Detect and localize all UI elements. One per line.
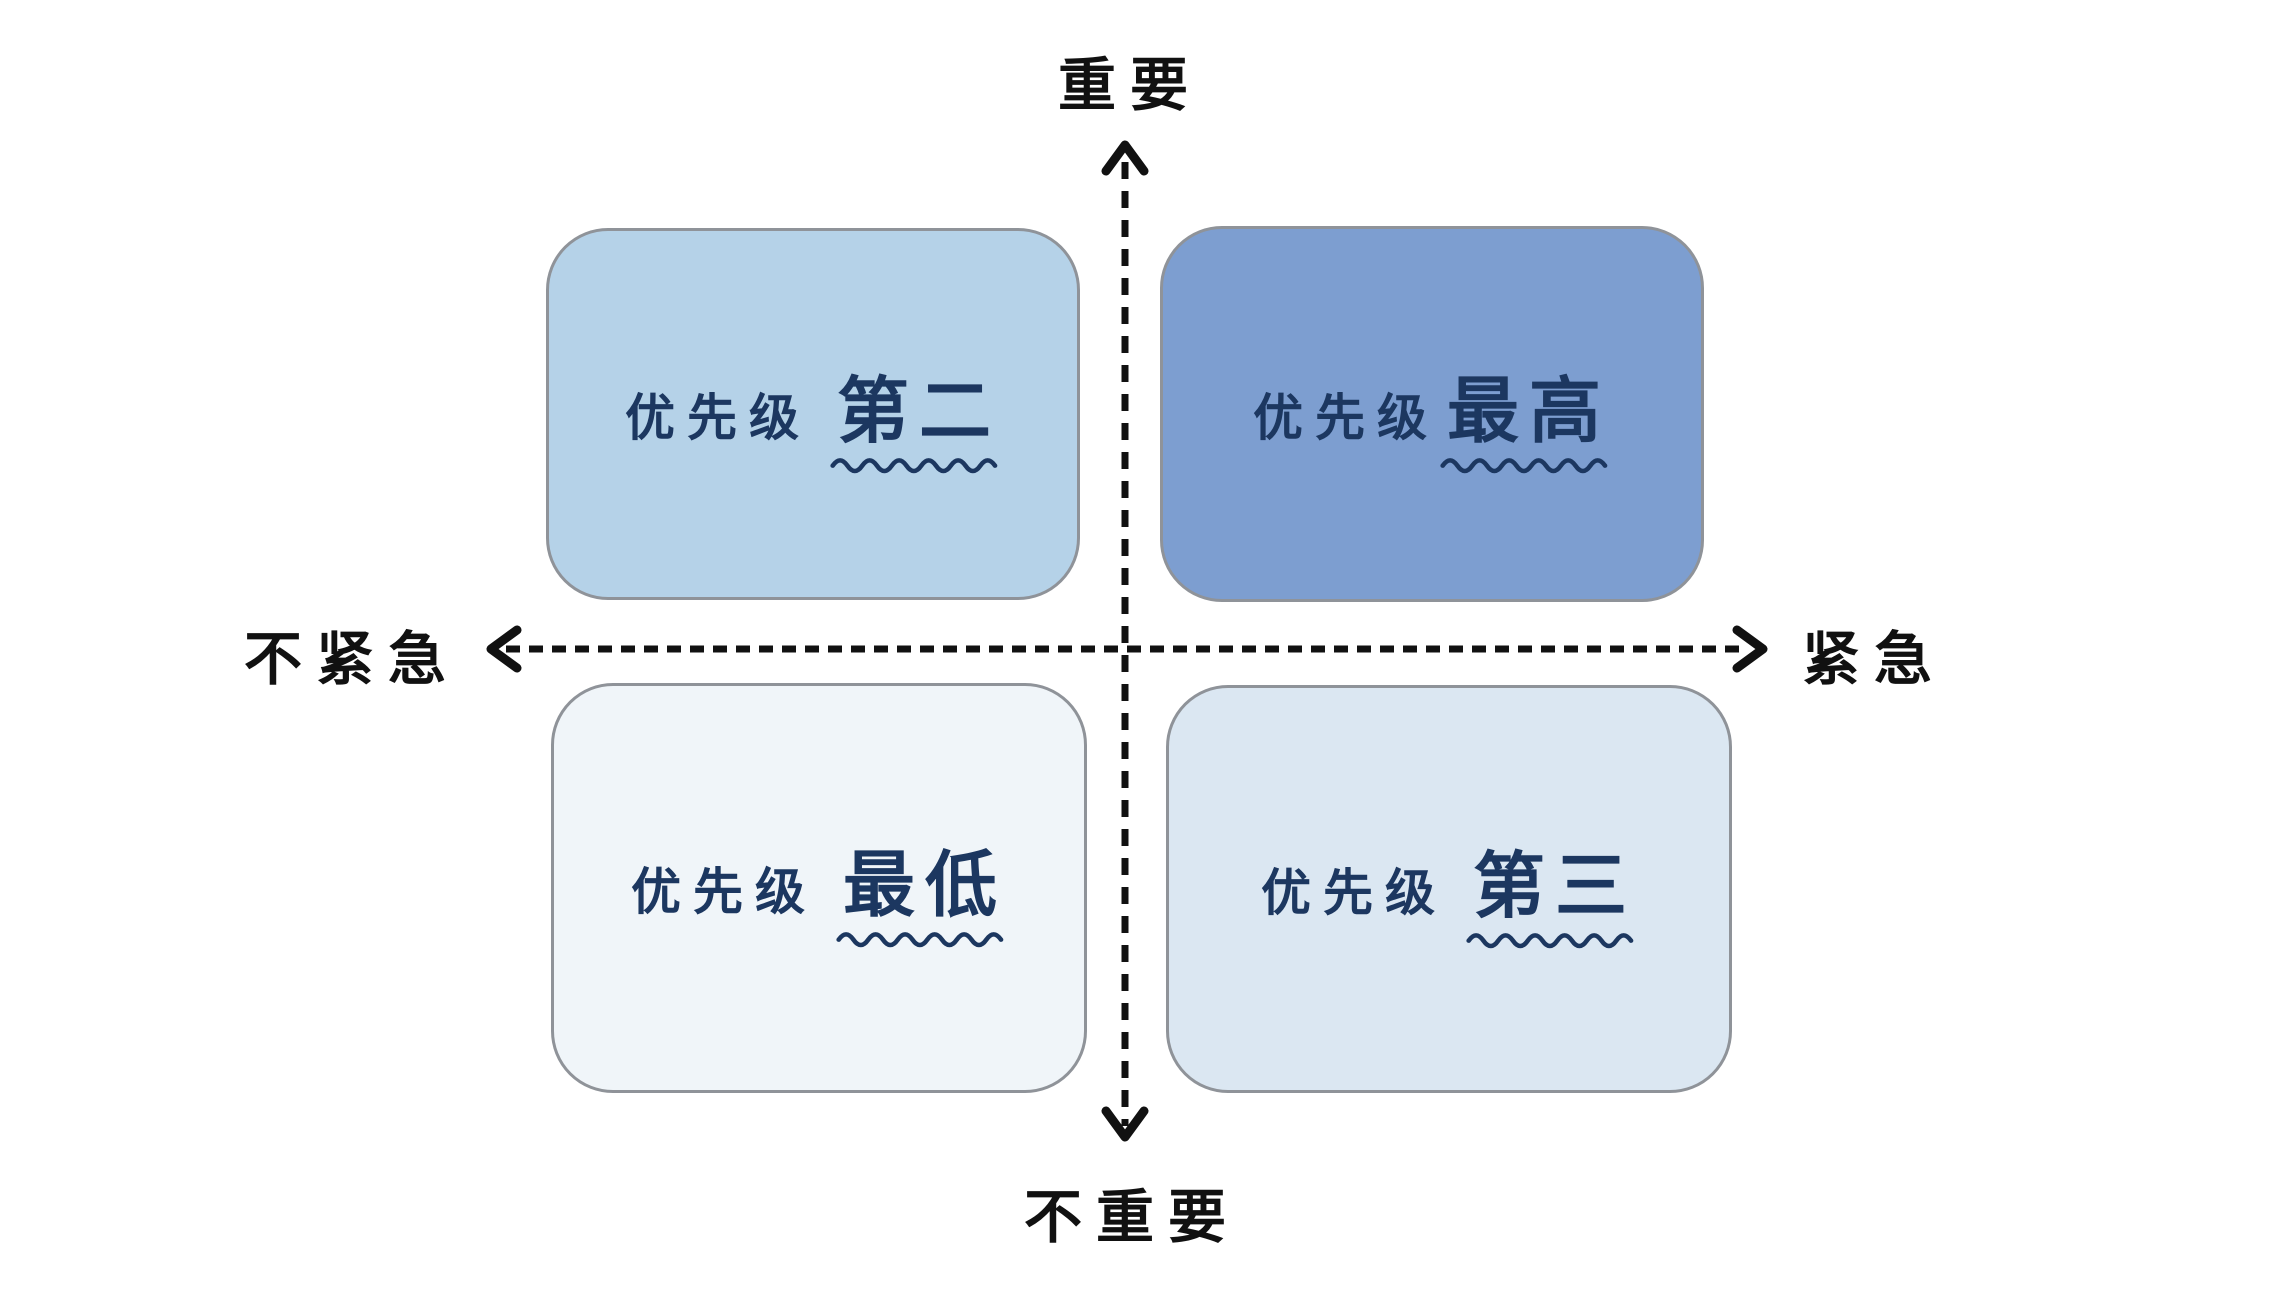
priority-level-text: 第三 bbox=[1472, 847, 1637, 927]
quadrant-label: 优先级 第三 bbox=[1260, 851, 1637, 949]
quadrant-label: 优先级 最高 bbox=[1252, 376, 1611, 474]
quadrant-priority-lowest: 优先级 最低 bbox=[551, 683, 1087, 1093]
priority-prefix-text: 优先级 bbox=[624, 390, 811, 446]
quadrant-priority-highest: 优先级 最高 bbox=[1160, 226, 1704, 602]
quadrant-label: 优先级 第二 bbox=[624, 376, 1001, 474]
priority-prefix-text: 优先级 bbox=[630, 864, 817, 920]
quadrant-priority-third: 优先级 第三 bbox=[1166, 685, 1732, 1093]
wavy-underline bbox=[1466, 933, 1634, 949]
axis-label-not-important: 不重要 bbox=[1023, 1185, 1241, 1250]
priority-level-text: 最低 bbox=[842, 846, 1007, 926]
quadrant-priority-second: 优先级 第二 bbox=[546, 228, 1080, 600]
down-arrow-icon bbox=[1101, 1106, 1149, 1142]
priority-prefix-text: 优先级 bbox=[1260, 865, 1447, 921]
priority-level-text: 第二 bbox=[836, 372, 1001, 452]
axis-label-not-urgent: 不紧急 bbox=[243, 627, 461, 692]
priority-level-text: 最高 bbox=[1446, 372, 1611, 452]
axis-label-urgent: 紧急 bbox=[1801, 627, 1947, 692]
priority-prefix-text: 优先级 bbox=[1252, 390, 1439, 446]
axis-label-important: 重要 bbox=[1057, 53, 1203, 118]
wavy-underline bbox=[836, 932, 1004, 948]
quadrant-label: 优先级 最低 bbox=[630, 850, 1007, 948]
right-arrow-icon bbox=[1732, 625, 1768, 673]
wavy-underline bbox=[830, 458, 998, 474]
wavy-underline bbox=[1440, 458, 1608, 474]
left-arrow-icon bbox=[486, 625, 522, 673]
up-arrow-icon bbox=[1101, 140, 1149, 176]
